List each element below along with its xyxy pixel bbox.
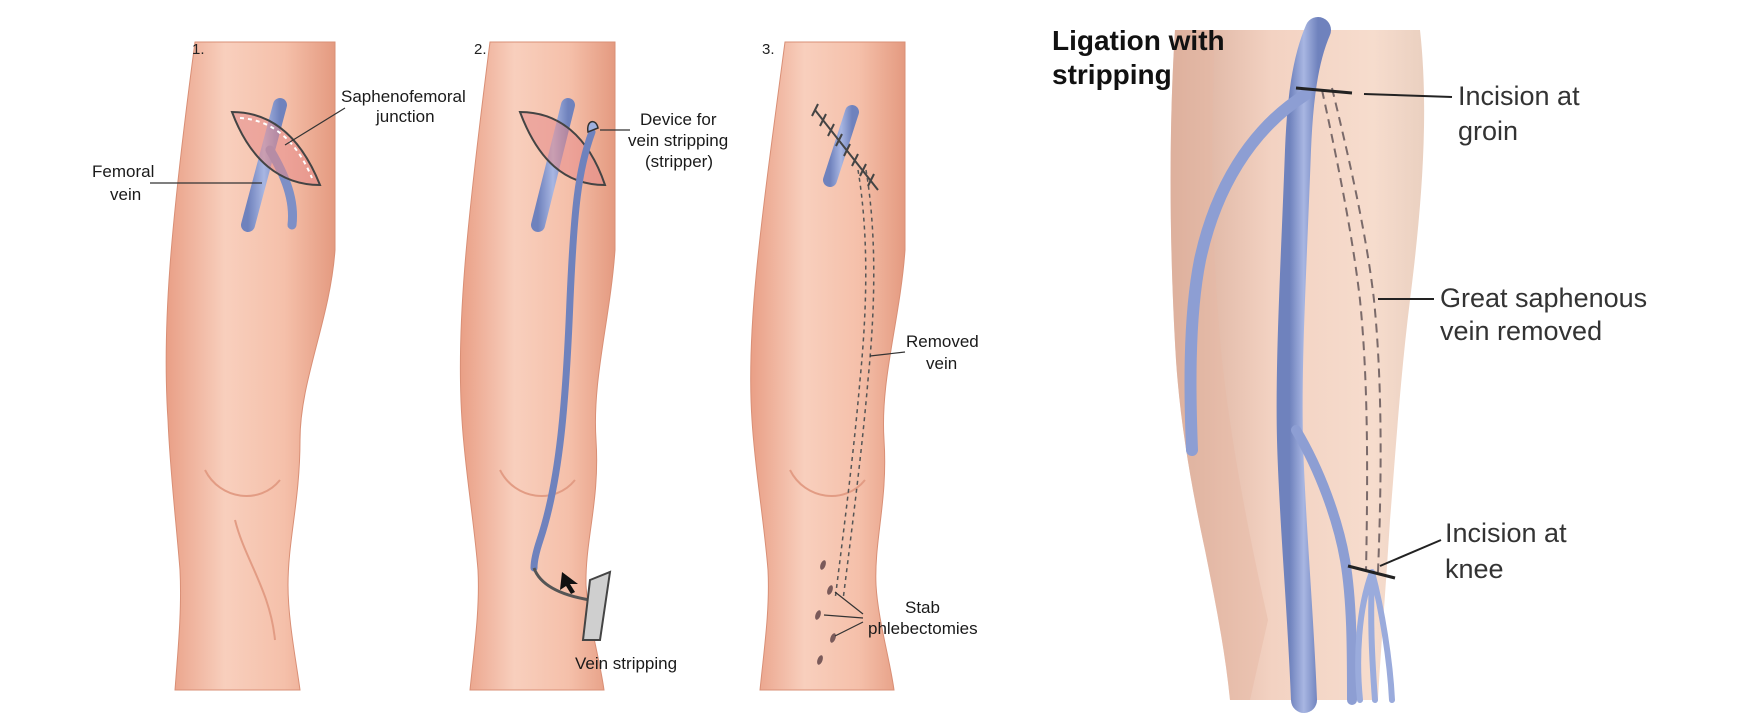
right-label-knee-line1: Incision at (1445, 518, 1567, 548)
right-knee-leader (1380, 540, 1441, 566)
right-panel: Ligation with stripping Incision at groi… (1052, 25, 1647, 700)
step1-panel: 1. Saphenofemoral junction Femoral vein (92, 41, 466, 690)
right-label-knee-line2: knee (1445, 554, 1504, 584)
step2-label-stripping: Vein stripping (575, 654, 677, 673)
right-title-line1: Ligation with (1052, 25, 1225, 56)
step3-label-removed-line1: Removed (906, 332, 979, 351)
right-label-groin-line1: Incision at (1458, 81, 1580, 111)
step1-label-femoral-line2: vein (110, 185, 141, 204)
step3-panel: 3. Removed vein Stab phlebectomies (751, 41, 979, 690)
step3-label-stab-line1: Stab (905, 598, 940, 617)
step2-stripper-handle (583, 572, 610, 640)
step1-number: 1. (192, 41, 205, 58)
step3-label-stab-line2: phlebectomies (868, 619, 978, 638)
step2-number: 2. (474, 41, 487, 58)
right-title-line2: stripping (1052, 59, 1172, 90)
step2-label-device-line1: Device for (640, 110, 717, 129)
step1-label-junction-line2: junction (375, 107, 435, 126)
right-label-gsv-line1: Great saphenous (1440, 283, 1647, 313)
step2-label-device-line3: (stripper) (645, 152, 713, 171)
step2-panel: 2. Device for vein stripping (stripper) … (460, 41, 728, 690)
right-label-groin-line2: groin (1458, 116, 1518, 146)
step3-label-removed-line2: vein (926, 354, 957, 373)
step3-number: 3. (762, 41, 775, 58)
step1-label-junction-line1: Saphenofemoral (341, 87, 466, 106)
step2-label-device-line2: vein stripping (628, 131, 728, 150)
right-label-gsv-line2: vein removed (1440, 316, 1602, 346)
step1-label-femoral-line1: Femoral (92, 162, 154, 181)
